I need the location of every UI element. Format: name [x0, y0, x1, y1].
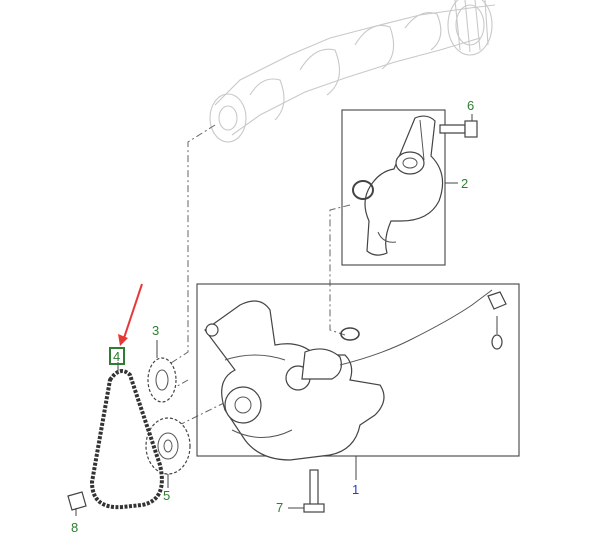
bolt-8 [67, 491, 87, 516]
box-item-1 [196, 283, 520, 480]
callout-8: 8 [71, 520, 78, 535]
sprocket-5 [145, 417, 191, 488]
oil-level-sensor-lead [339, 289, 507, 366]
box-item-2 [341, 109, 458, 266]
callout-4: 4 [113, 349, 120, 364]
callout-6: 6 [467, 98, 474, 113]
o-ring-pump [340, 327, 360, 341]
bolt-7 [288, 469, 325, 513]
bolt-6 [439, 114, 478, 138]
sprocket-3 [147, 340, 177, 403]
callout-2: 2 [461, 176, 468, 191]
highlight-arrow [118, 283, 143, 346]
callout-1: 1 [352, 482, 359, 497]
callout-3: 3 [152, 323, 159, 338]
o-ring-small [352, 180, 374, 200]
coolant-outlet-part [364, 115, 444, 256]
highlight-box-4 [109, 347, 125, 365]
oil-pump-body [204, 300, 385, 461]
callout-5: 5 [163, 488, 170, 503]
crankshaft-ghost [209, 0, 496, 143]
callout-7: 7 [276, 500, 283, 515]
